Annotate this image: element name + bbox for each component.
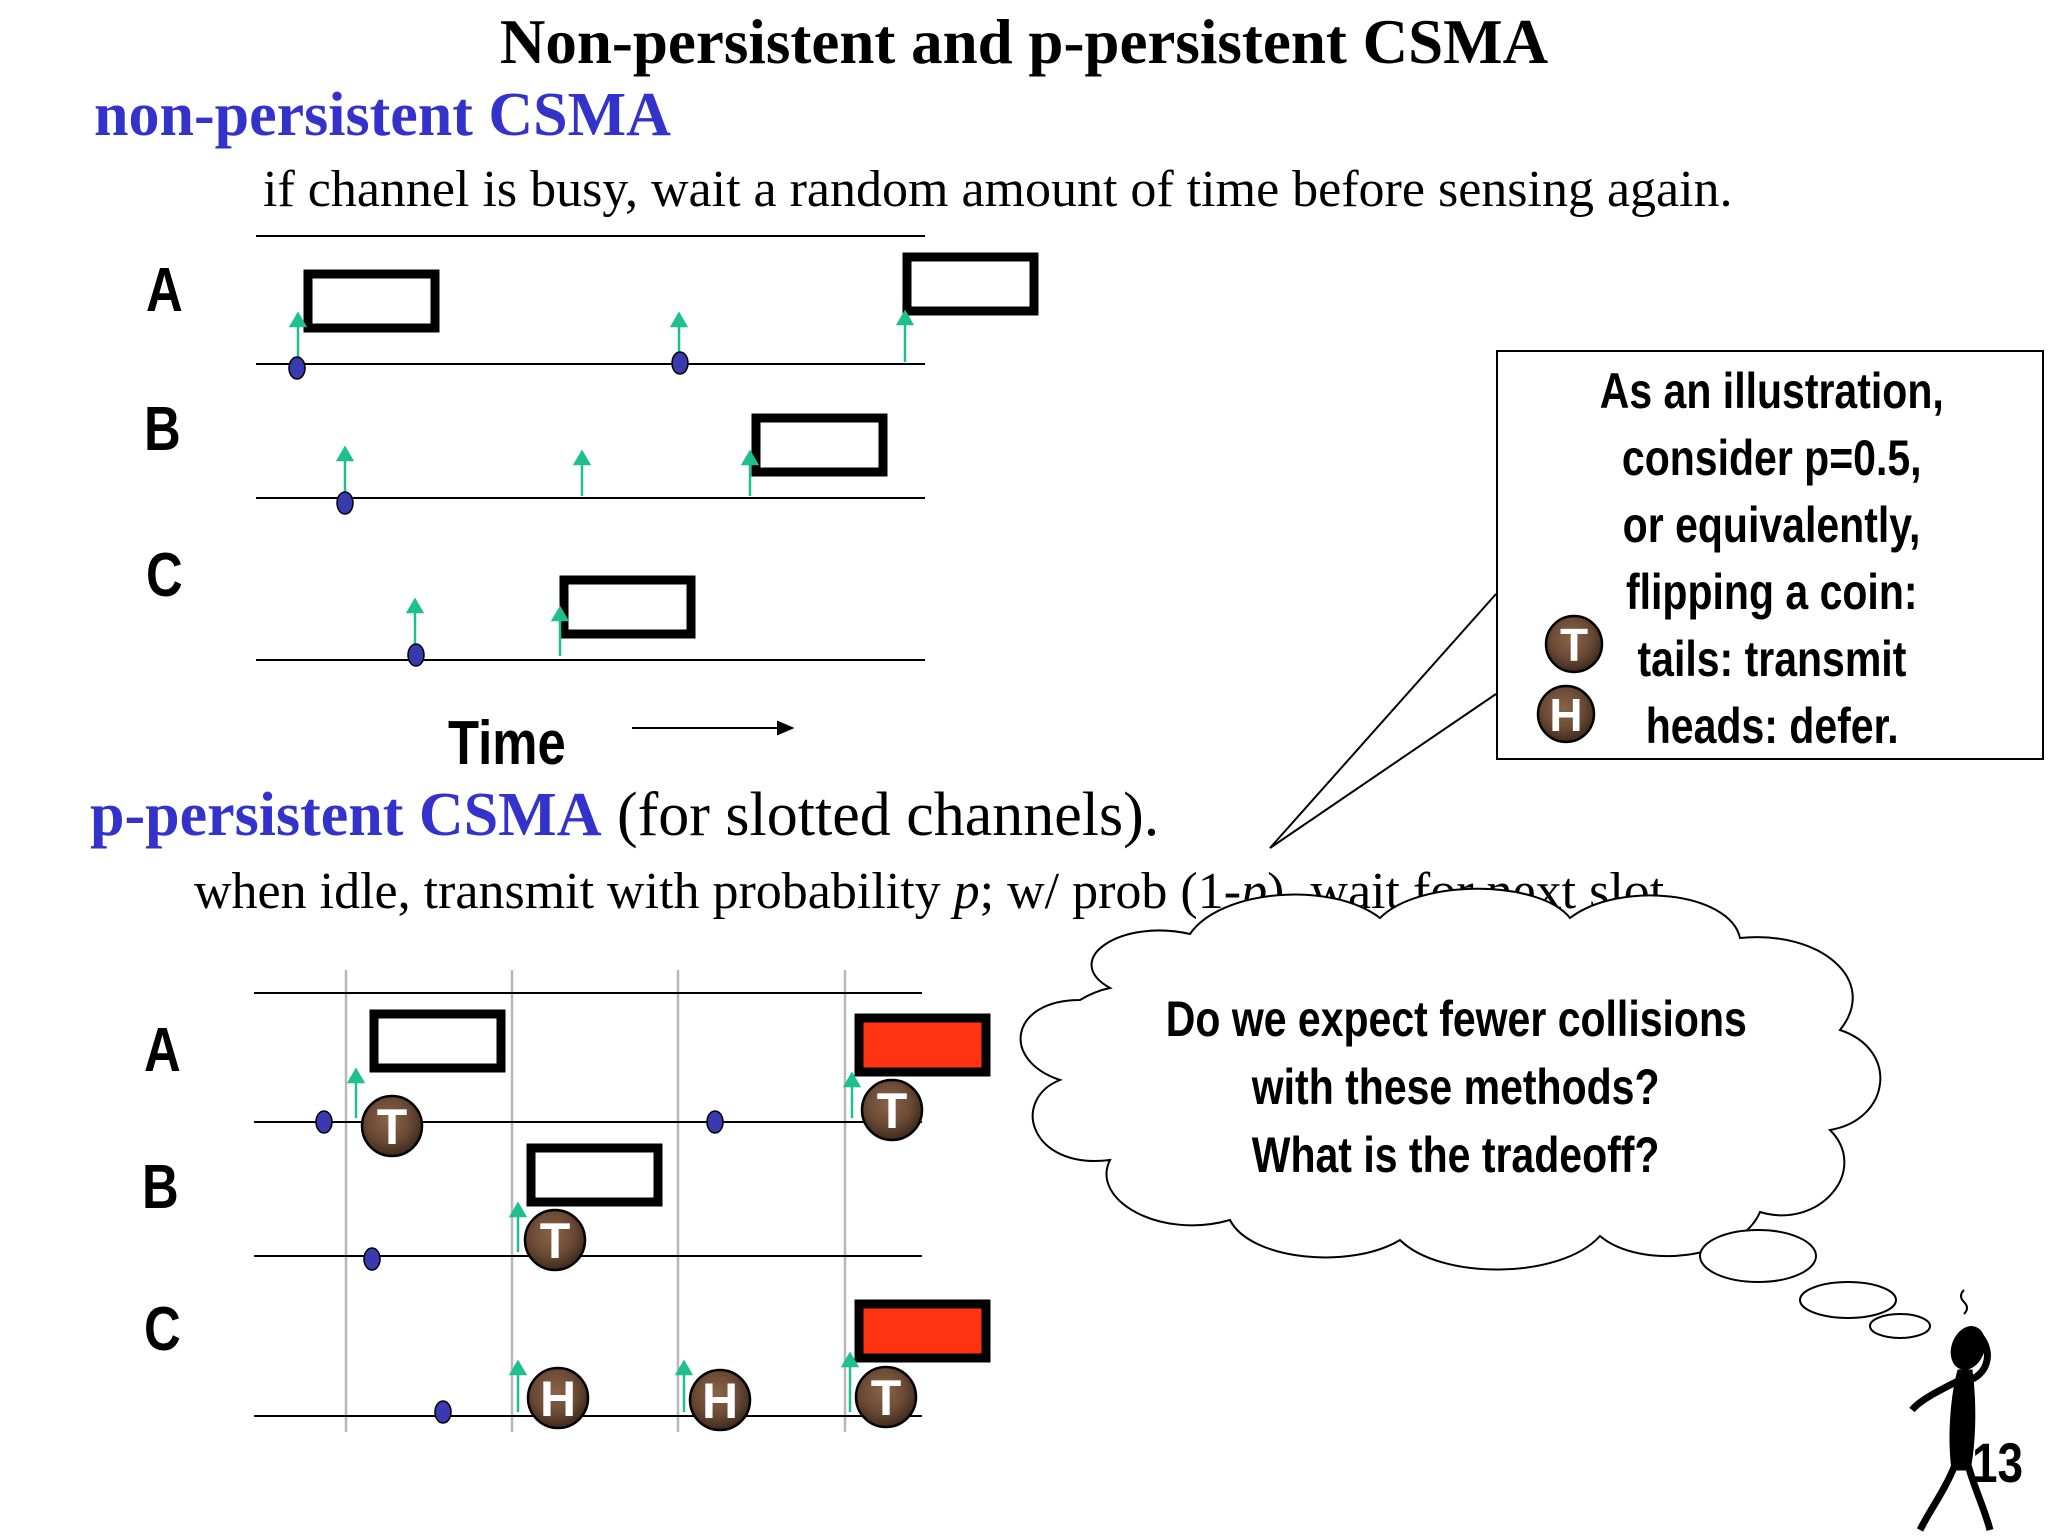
- np-frames: [303, 252, 1039, 639]
- tails-coin-icon: [523, 1208, 587, 1272]
- pp-arrow: [508, 1359, 528, 1412]
- np-arrow: [572, 449, 592, 496]
- np-dots: [288, 351, 689, 667]
- tails-coin-icon: [1544, 614, 1604, 674]
- thought-cloud-line: What is the tradeoff?: [1252, 1127, 1660, 1183]
- pp-coin-letters: T T T H H T: [377, 1083, 908, 1429]
- coin-letter: T: [377, 1099, 408, 1155]
- np-dot: [407, 643, 425, 667]
- note-line: flipping a coin:: [1626, 564, 1918, 620]
- p-persistent-heading-line: p-persistent CSMA (for slotted channels)…: [90, 780, 1159, 851]
- np-dot: [288, 356, 306, 380]
- np-frame-b: [751, 413, 888, 477]
- note-coins: T H: [1536, 614, 1604, 744]
- np-arrow: [740, 449, 760, 496]
- heads-coin-icon: [688, 1368, 752, 1432]
- tails-coin-icon: [360, 1094, 424, 1158]
- thought-bubble-dot: [1869, 1313, 1931, 1339]
- note-line: or equivalently,: [1623, 497, 1921, 553]
- pp-dot: [315, 1110, 333, 1134]
- thought-cloud-line: Do we expect fewer collisions: [1165, 991, 1747, 1047]
- pp-slot-lines: [344, 970, 847, 1432]
- np-row-label-a: A: [146, 256, 183, 325]
- pp-dot: [706, 1110, 724, 1134]
- coin-letter: T: [877, 1083, 908, 1139]
- np-row-label-c: C: [146, 541, 183, 610]
- np-frame-a2: [902, 252, 1039, 316]
- p-persistent-heading: p-persistent CSMA: [90, 781, 602, 849]
- slide-title: Non-persistent and p-persistent CSMA: [499, 7, 1549, 77]
- np-row-label-b: B: [144, 395, 181, 464]
- non-persistent-heading: non-persistent CSMA: [94, 81, 671, 149]
- coin-letter: H: [540, 1371, 576, 1427]
- non-persistent-description: if channel is busy, wait a random amount…: [263, 161, 1733, 218]
- pp-arrow: [346, 1067, 366, 1118]
- np-frame-c: [559, 575, 696, 639]
- coin-letter: H: [702, 1373, 738, 1429]
- pp-arrow: [508, 1201, 528, 1252]
- np-frame-a1: [303, 269, 440, 333]
- illustration-note-box: As an illustration, consider p=0.5, or e…: [1496, 350, 2044, 760]
- np-arrow: [550, 605, 570, 656]
- thought-bubble-dot: [1799, 1281, 1897, 1319]
- pp-row-label-c: C: [144, 1295, 181, 1364]
- thought-cloud-body: [1019, 887, 1882, 1271]
- thinking-person-icon: [1909, 1289, 1994, 1532]
- heads-coin-icon: [1536, 684, 1596, 744]
- pp-frame-a1: [369, 1009, 506, 1073]
- heads-coin-icon: [526, 1366, 590, 1430]
- tails-coin-icon: [860, 1078, 924, 1142]
- pp-row-label-b: B: [142, 1153, 179, 1222]
- pp-arrow: [840, 1351, 860, 1412]
- p-persistent-heading-suffix: (for slotted channels).: [601, 781, 1160, 849]
- note-line: heads: defer.: [1645, 698, 1899, 754]
- pp-arrows: [346, 1067, 862, 1412]
- pp-row-label-a: A: [144, 1016, 181, 1085]
- thought-cloud-line: with these methods?: [1252, 1059, 1660, 1115]
- pp-frame-a2-collision: [854, 1013, 991, 1077]
- pp-frames: [369, 1009, 991, 1363]
- tails-coin-icon: [854, 1365, 918, 1429]
- np-dot: [336, 491, 354, 515]
- time-axis-label: Time: [448, 709, 566, 778]
- thought-bubble-dot: [1699, 1229, 1817, 1283]
- coin-letter: T: [1560, 619, 1588, 671]
- np-timelines: [256, 235, 925, 661]
- pp-arrow: [842, 1071, 862, 1118]
- np-arrow: [288, 311, 308, 362]
- np-arrow: [335, 445, 355, 496]
- time-arrow: [632, 720, 795, 736]
- pp-dots: [315, 1110, 724, 1424]
- note-line: As an illustration,: [1599, 363, 1944, 419]
- np-arrow: [895, 309, 915, 362]
- pp-dot: [363, 1247, 381, 1271]
- pp-frame-b: [526, 1143, 663, 1207]
- coin-letter: H: [1549, 689, 1582, 741]
- note-line: tails: transmit: [1637, 631, 1907, 687]
- note-callout-pointer: [1269, 593, 1497, 849]
- coin-letter: T: [871, 1370, 902, 1426]
- pp-dot: [434, 1400, 452, 1424]
- coin-letter: T: [540, 1213, 571, 1269]
- page-number: 13: [1972, 1431, 2024, 1494]
- pp-arrow: [674, 1359, 694, 1412]
- note-line: consider p=0.5,: [1622, 430, 1922, 486]
- np-arrows: [288, 309, 915, 656]
- pp-coins: [360, 1078, 924, 1432]
- thought-cloud: [1019, 887, 1931, 1339]
- pp-frame-c-collision: [854, 1299, 991, 1363]
- np-dot: [671, 351, 689, 375]
